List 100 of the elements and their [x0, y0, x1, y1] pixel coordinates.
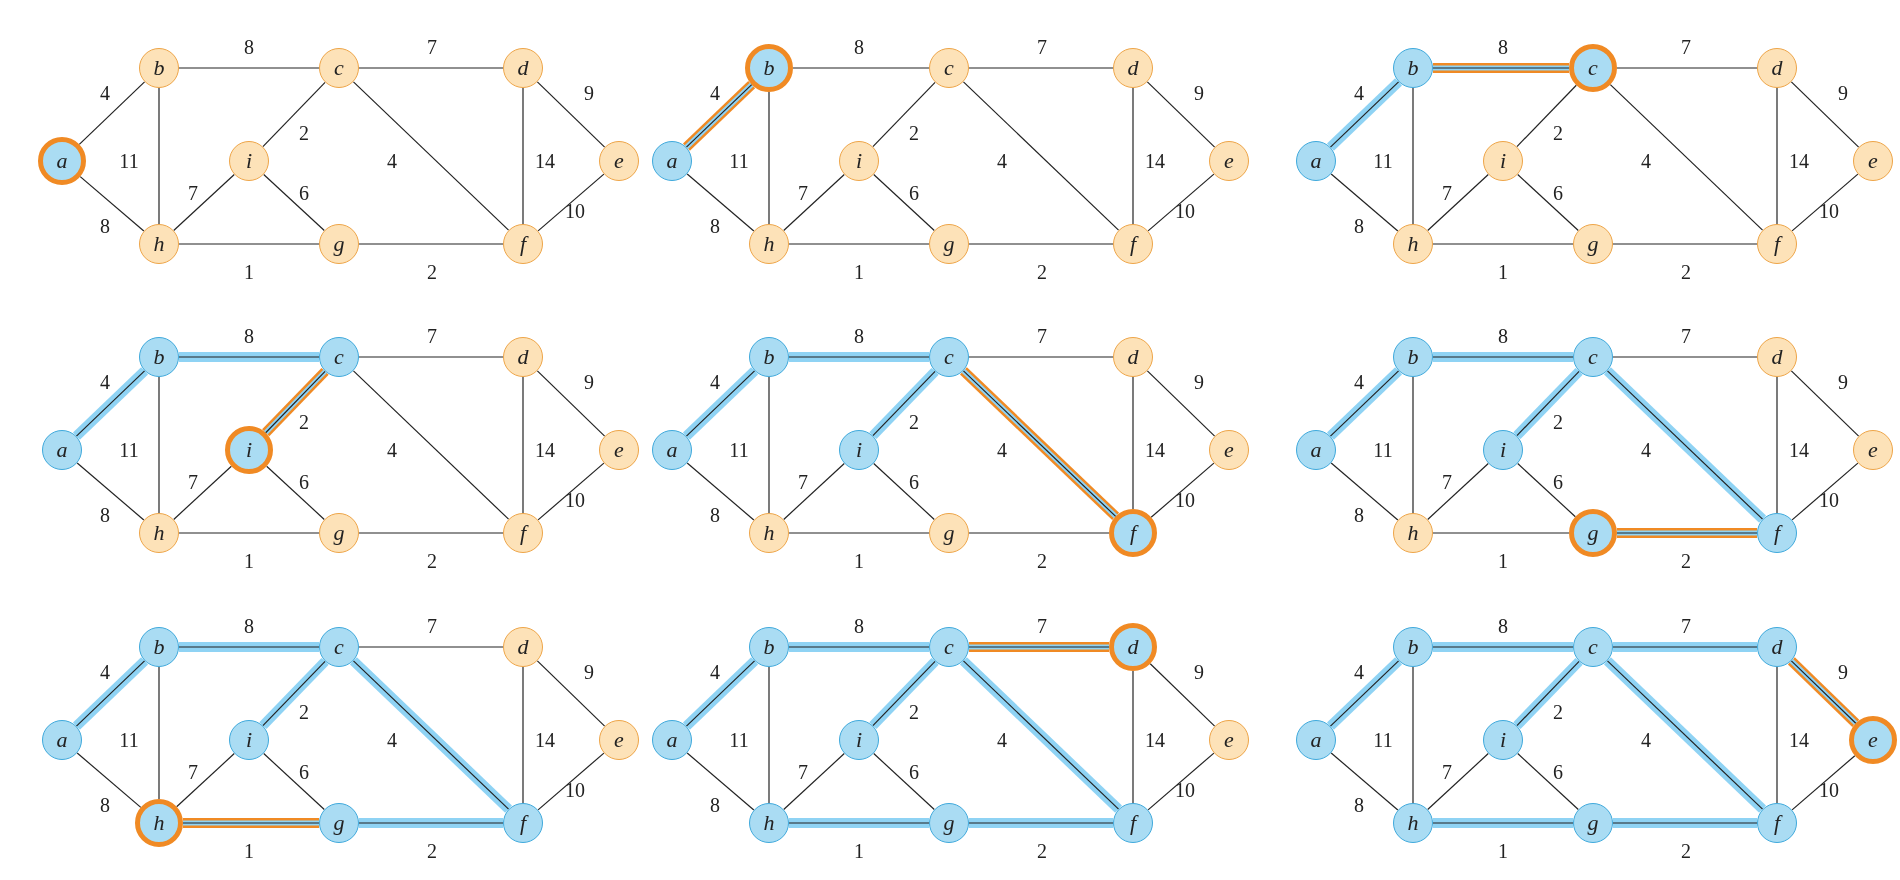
graph-edge	[158, 666, 160, 800]
edge-weight: 7	[1681, 326, 1691, 346]
graph-edge	[1432, 352, 1574, 362]
vertex-label: d	[517, 346, 529, 368]
vertex-label: d	[1771, 636, 1783, 658]
vertex-label: b	[1407, 346, 1419, 368]
edge-weight: 4	[997, 151, 1007, 171]
graph-edge	[783, 752, 845, 811]
graph-edge	[1776, 666, 1778, 804]
vertex-label: a	[1310, 439, 1322, 461]
graph-edge	[536, 660, 606, 727]
edge-weight: 6	[909, 762, 919, 782]
edge-weight: 2	[299, 702, 309, 722]
vertex-label: g	[333, 522, 345, 544]
graph-edge	[266, 465, 325, 521]
graph-edge	[873, 462, 935, 521]
edge-weight: 4	[1641, 151, 1651, 171]
graph-edge	[1327, 657, 1402, 730]
vertex-label: e	[614, 439, 624, 461]
edge-weight: 7	[798, 472, 808, 492]
graph-edge	[536, 370, 606, 437]
graph-edge	[522, 666, 524, 804]
vertex-label: a	[666, 729, 678, 751]
edge-weight: 1	[854, 841, 864, 861]
edge-weight: 2	[1037, 841, 1047, 861]
edge-weight: 7	[1037, 37, 1047, 57]
vertex-label: f	[519, 233, 527, 255]
graph-edge	[686, 752, 755, 811]
graph-edge	[358, 646, 504, 648]
graph-edge	[768, 376, 770, 514]
vertex-label: e	[1868, 729, 1878, 751]
graph-edge	[1604, 367, 1766, 523]
vertex-label: d	[517, 57, 529, 79]
edge-weight: 11	[729, 151, 749, 171]
graph-edge	[1604, 657, 1766, 813]
edge-weight: 7	[1037, 616, 1047, 636]
vertex-label: f	[1129, 522, 1137, 544]
graph-edge	[788, 352, 930, 362]
edge-weight: 14	[1789, 730, 1809, 750]
edge-weight: 9	[1194, 662, 1204, 682]
graph-edge	[1616, 528, 1758, 538]
edge-weight: 14	[1145, 440, 1165, 460]
graph-edge	[1612, 642, 1758, 652]
vertex-label: i	[245, 439, 253, 461]
graph-edge	[262, 81, 326, 148]
vertex-label: b	[763, 57, 775, 79]
graph-edge	[960, 657, 1122, 813]
vertex-label: g	[1587, 233, 1599, 255]
vertex-label: b	[763, 636, 775, 658]
vertex-label: i	[1499, 729, 1507, 751]
vertex-label: b	[1407, 57, 1419, 79]
vertex-label: c	[1588, 346, 1598, 368]
graph-edge	[178, 352, 320, 362]
graph-edge	[1146, 81, 1216, 148]
edge-weight: 8	[854, 326, 864, 346]
edge-weight: 14	[1145, 730, 1165, 750]
edge-weight: 1	[1498, 551, 1508, 571]
edge-weight: 7	[1442, 762, 1452, 782]
edge-weight: 2	[909, 412, 919, 432]
graph-edge	[537, 462, 605, 521]
edge-weight: 8	[1498, 37, 1508, 57]
graph-edge	[869, 657, 939, 730]
vertex-label: d	[1771, 346, 1783, 368]
graph-edge	[182, 818, 320, 828]
graph-edge	[968, 642, 1110, 652]
graph-edge	[522, 376, 524, 514]
graph-edge	[1776, 376, 1778, 514]
vertex-label: i	[245, 150, 253, 172]
edge-weight: 2	[1553, 123, 1563, 143]
vertex-label: i	[855, 729, 863, 751]
graph-edge	[537, 752, 605, 811]
vertex-label: i	[1499, 439, 1507, 461]
graph-edge	[1516, 84, 1577, 148]
edge-weight: 7	[1681, 616, 1691, 636]
edge-weight: 4	[1354, 662, 1364, 682]
vertex-label: a	[666, 439, 678, 461]
vertex-label: e	[1224, 150, 1234, 172]
graph-edge	[1776, 87, 1778, 225]
vertex-label: b	[153, 57, 165, 79]
vertex-label: g	[943, 812, 955, 834]
graph-edge	[788, 243, 930, 245]
graph-edge	[1616, 67, 1758, 69]
vertex-label: f	[519, 812, 527, 834]
edge-weight: 1	[1498, 262, 1508, 282]
graph-edge	[1330, 462, 1399, 521]
graph-edge	[1432, 243, 1574, 245]
graph-edge	[1791, 755, 1856, 811]
vertex-label: g	[1587, 812, 1599, 834]
graph-edge	[1150, 462, 1215, 518]
graph-edge	[173, 465, 232, 521]
vertex-label: a	[1310, 729, 1322, 751]
graph-edge	[178, 243, 320, 245]
graph-edge	[873, 173, 935, 232]
graph-edge	[1609, 84, 1764, 231]
edge-weight: 4	[1354, 372, 1364, 392]
graph-edge	[358, 356, 504, 358]
graph-edge	[522, 87, 524, 225]
graph-edge	[350, 657, 512, 813]
edge-weight: 1	[244, 841, 254, 861]
edge-weight: 2	[427, 551, 437, 571]
